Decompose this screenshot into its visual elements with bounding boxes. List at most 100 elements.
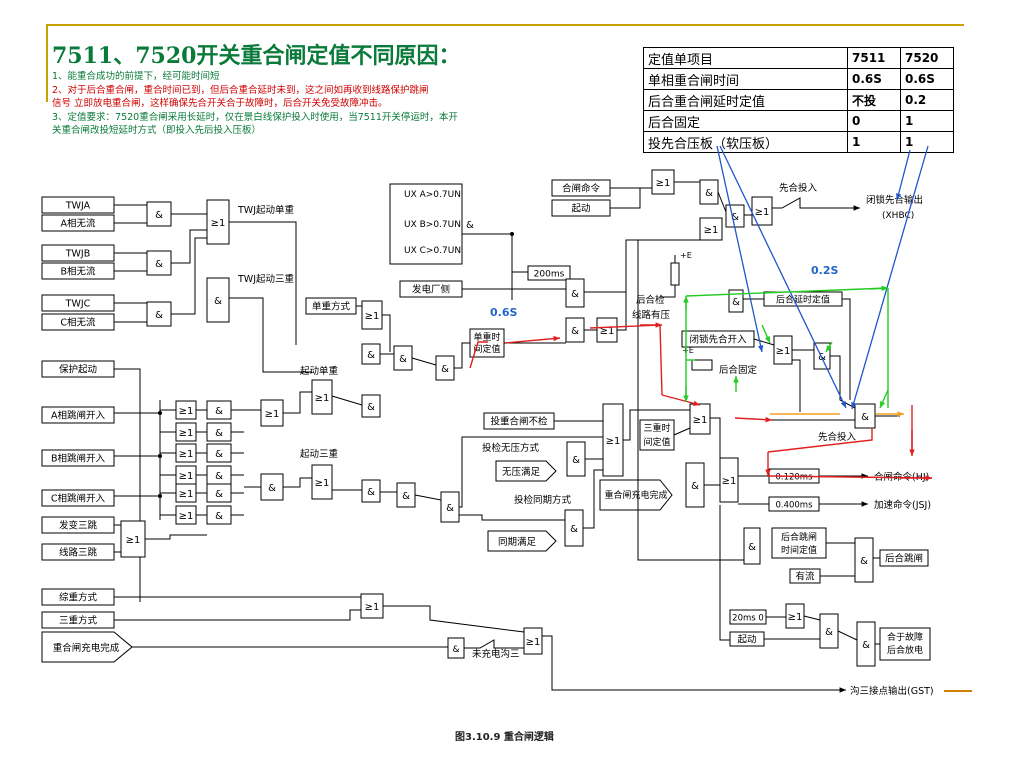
and-gate-fault-symbol: & [825,627,833,638]
label-twj-single: TWJ起动单重 [237,204,294,216]
red-arrow-1 [504,337,561,344]
or-gate-cmd-3 [699,217,723,241]
and-gate-phase-b-1-symbol: & [215,471,223,482]
input-gen-trip-label: 发变三跳 [59,520,98,532]
label-gst-out: 沟三接点输出(GST) [850,685,934,697]
arrow-recl-charged-2 [599,479,673,511]
wire [454,342,470,369]
and-gate-c-symbol: & [155,310,163,321]
or-gate-gst [523,627,543,655]
label-start-label: 起动 [571,204,590,215]
input-a-trip [41,406,115,424]
input-b-trip-label: B相跳闸开入 [51,453,106,465]
wire [283,391,312,414]
or-gate-three-trip [120,520,146,558]
and-gate-start-5 [361,479,381,503]
and-gate-start-1-symbol: & [367,350,375,361]
label-start-single: 起动单重 [300,365,339,377]
label-start-2-label: 起动 [737,635,756,646]
input-twja-label: TWJA [65,201,91,212]
label-plus-e-2: +E [682,346,694,355]
label-single-time-2: 间定值 [473,343,500,355]
or-gate-cmd-3-symbol: ≥1 [704,225,719,236]
wire [462,233,513,300]
green-arrow-4-head [683,395,689,402]
label-close-fault-2: 后合放电 [887,644,923,656]
arrow-accel-cmd-head [861,501,868,507]
or-gate-start-single-symbol: ≥1 [315,393,330,404]
wire [171,237,207,315]
or-gate-first [751,196,773,226]
timer-200ms-label: 200ms [534,270,565,280]
input-twjb-label: TWJB [65,249,91,260]
label-xhbc: (XHBC) [882,211,914,221]
label-three-time-1: 三重时 [643,422,670,434]
slide-notes: 1、能重合成功的前提下，经可能时间短 2、对于后合重合闸，重合时间已到，但后合重… [52,70,532,138]
input-line-trip-label: 线路三跳 [59,547,98,559]
wire [114,609,361,621]
and-gate-later-trip [743,527,761,565]
input-twjc-label: TWJC [65,299,91,310]
or-gate-single-out-symbol: ≥1 [600,326,615,337]
box-close-fault [879,627,931,661]
or-gate-gst-symbol: ≥1 [526,637,541,648]
figure-caption: 图3.10.9 重合闸逻辑 [455,732,554,743]
or-gate-check-symbol: ≥1 [606,436,621,447]
label-later-trip-2: 时间定值 [781,544,817,556]
or-gate-three [689,403,711,435]
and-gate-phase-1-symbol: & [215,449,223,460]
and-gate-plant-symbol: & [571,289,579,300]
red-arrow-3 [661,394,701,406]
setting-table: 定值单项目 7511 7520 单相重合闸时间 0.6S 0.6S 后合重合闸延… [643,47,954,153]
or-gate-three-symbol: ≥1 [693,415,708,426]
label-later-fixed: 后合固定 [719,364,758,376]
arrow-close-cmd-head [861,473,868,479]
label-twj-three: TWJ起动三重 [237,273,294,285]
arrow-no-volt-ok [495,460,557,482]
wire [719,505,730,641]
label-sync-mode: 投检同期方式 [514,494,572,506]
and-gate-twj-three-symbol: & [214,296,222,307]
wire [753,338,775,346]
junction-dot [510,232,514,236]
input-c-trip [41,489,115,507]
wire [383,605,525,633]
input-a-no-current-label: A相无流 [61,218,96,230]
and-gate-later [728,289,744,313]
and-gate-no-volt-symbol: & [572,455,580,466]
table-cell: 1 [900,131,954,153]
input-c-no-current-label: C相无流 [60,317,96,329]
table-cell: 投先合压板（软压板） [643,131,848,153]
label-three-time-2: 间定值 [643,436,670,448]
wire [229,297,312,373]
green-arrow-5-head [733,376,739,383]
green-arrow-2-head [881,285,888,292]
label-recl-charged-2: 重合闸充电完成 [604,489,667,501]
label-ux-c: UX C>0.7UN [404,246,461,256]
label-plant-side-label: 发电厂侧 [412,284,450,296]
input-recl-charged [41,631,133,663]
annotation-t02: 0.2S [811,264,838,277]
red-flow-4 [767,428,873,453]
and-gate-start-6-symbol: & [402,491,410,502]
and-gate-start-4-symbol: & [367,402,375,413]
and-gate-phase-0-symbol: & [215,406,223,417]
and-gate-a-symbol: & [155,210,163,221]
and-gate-start-2-symbol: & [399,354,407,365]
and-gate-start-3-symbol: & [441,364,449,375]
wire [610,188,641,209]
wire [145,534,207,540]
resistor-later [691,359,713,371]
red-arrow-4-head [765,416,772,423]
wire [842,298,851,400]
wire [464,639,524,649]
table-row: 投先合压板（软压板） 1 1 [643,131,954,153]
red-flow-1 [469,341,488,369]
green-arrow-6-head [764,336,770,343]
and-gate-plant [565,278,585,308]
label-plus-e: +E [680,251,692,260]
and-gate-cmd-2-symbol: & [731,212,739,223]
blue-arrow-table-2 [719,145,847,409]
and-gate-start-5-symbol: & [367,487,375,498]
note-line-1: 1、能重合成功的前提下，经可能时间短 [52,71,220,82]
